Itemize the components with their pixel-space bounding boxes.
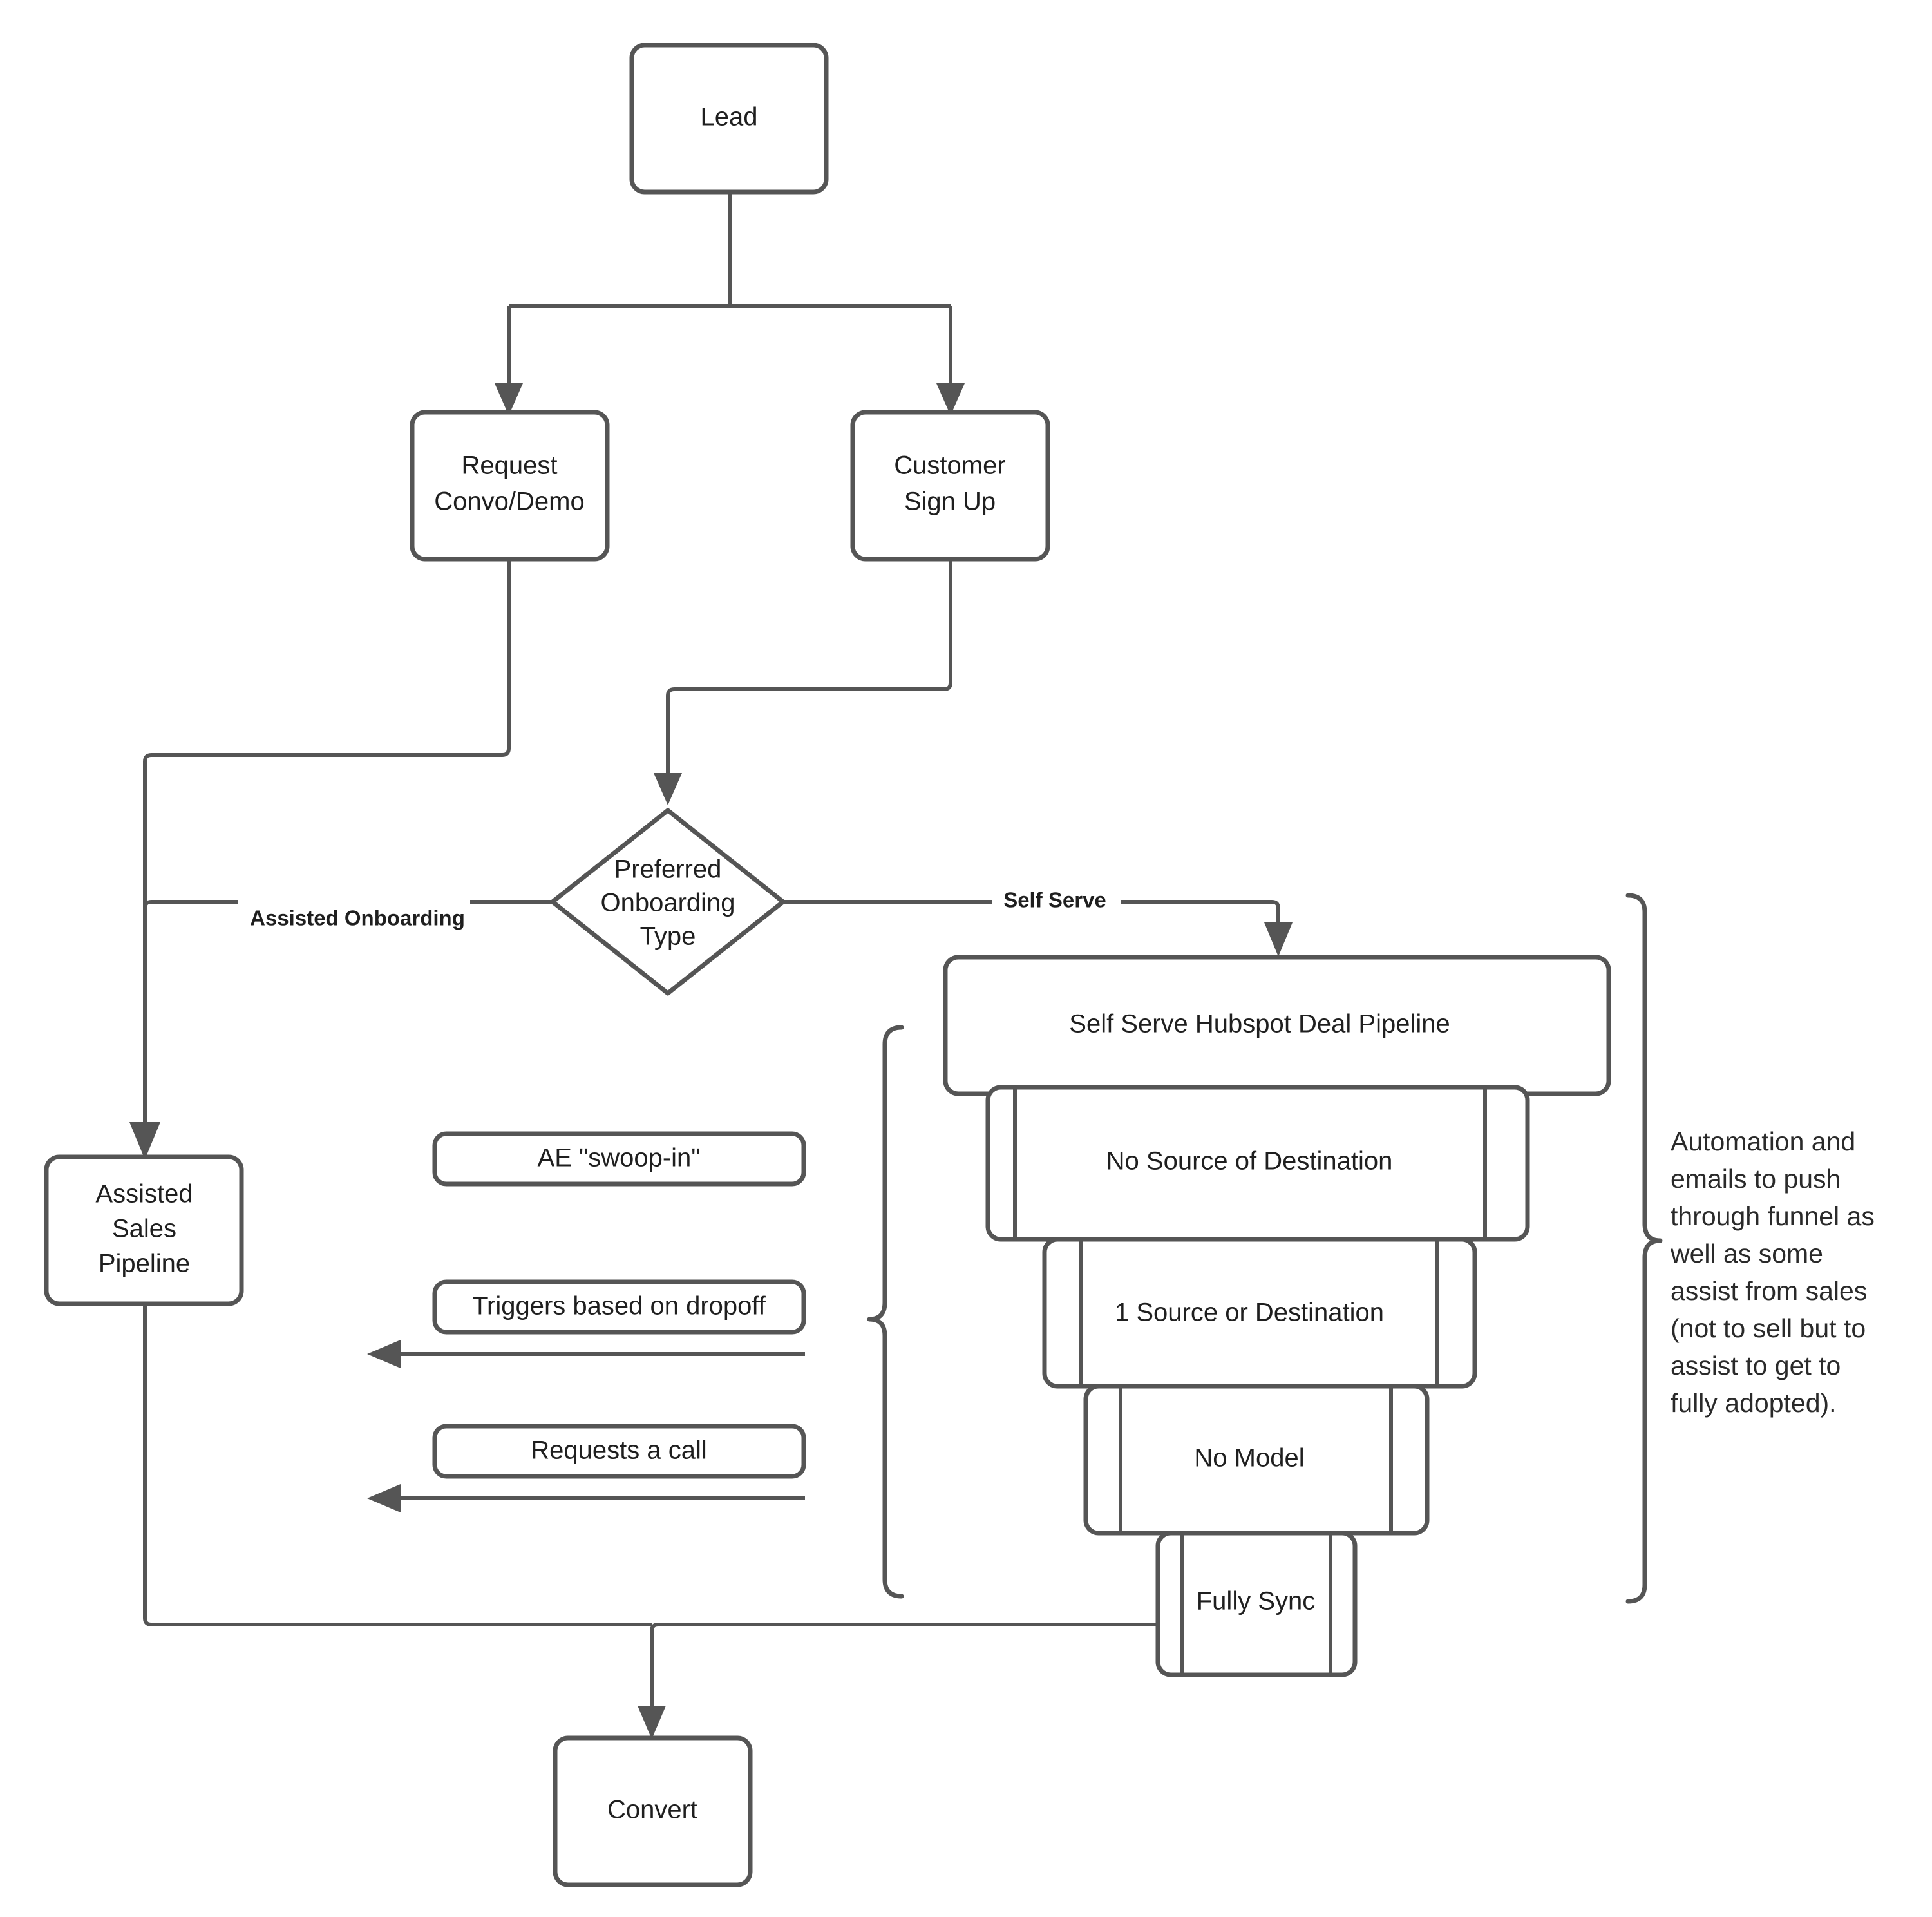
node-triggers-based-on-dropoff[interactable] (432, 1279, 806, 1335)
funnel-label-stage-4: Fully Sync (1197, 1587, 1316, 1616)
node-label-request-convo-demo-line2: Convo/Demo (434, 488, 584, 516)
connector-lead-split (495, 191, 965, 415)
node-label-assisted-sales-pipeline-line1: Assisted (95, 1180, 193, 1208)
funnel-right-brace (1625, 893, 1663, 1604)
annotation-line-2: through funnel as (1671, 1201, 1875, 1231)
connector-signup-to-decision (654, 557, 952, 805)
node-label-assisted-sales-pipeline-line2: Sales (112, 1215, 176, 1243)
connector-triggers-arrow (367, 1340, 805, 1368)
funnel-label-stage-0: Self Serve Hubspot Deal Pipeline (1069, 1010, 1450, 1038)
annotation-line-1: emails to push (1671, 1164, 1841, 1194)
funnel-stage-no-source-of-destination[interactable] (985, 1085, 1530, 1242)
annotation-line-3: well as some (1670, 1239, 1823, 1268)
node-label-customer-signup-line2: Sign Up (904, 488, 996, 516)
node-label-decision-line2: Onboarding (600, 889, 735, 917)
edge-label-assisted-onboarding: Assisted Onboarding (238, 899, 470, 939)
connector-assisted-to-convert (143, 1301, 652, 1626)
edge-label-self-serve: Self Serve (992, 884, 1121, 920)
node-requests-a-call[interactable] (432, 1424, 806, 1479)
annotation-line-0: Automation and (1671, 1127, 1855, 1156)
funnel-stage-fully-sync[interactable] (1155, 1531, 1358, 1677)
node-convert[interactable] (553, 1735, 753, 1887)
connector-requests-call-arrow (367, 1484, 805, 1512)
node-label-ae-swoop-in: AE "swoop-in" (538, 1144, 701, 1172)
node-ae-swoop-in[interactable] (432, 1131, 806, 1187)
node-label-convert: Convert (607, 1796, 697, 1824)
node-label-lead: Lead (701, 103, 758, 131)
node-label-customer-signup-line1: Customer (894, 452, 1005, 480)
node-label-triggers-based-on-dropoff: Triggers based on dropoff (472, 1292, 766, 1321)
node-label-decision-line3: Type (640, 922, 696, 951)
funnel-label-stage-1: No Source of Destination (1106, 1147, 1393, 1176)
node-lead[interactable] (629, 43, 829, 195)
funnel-left-brace (867, 1025, 904, 1599)
annotation-text-block: Automation and emails to push through fu… (1670, 1127, 1875, 1418)
connector-self-serve (783, 900, 1293, 957)
edge-label-assisted-onboarding-text: Assisted Onboarding (250, 906, 465, 930)
node-customer-signup[interactable] (850, 410, 1050, 562)
funnel-stage-1-source-or-destination[interactable] (1042, 1237, 1477, 1389)
connector-fullysync-to-convert (638, 1623, 1158, 1739)
connector-assisted-onboarding (143, 900, 552, 1127)
node-request-convo-demo[interactable] (410, 410, 610, 562)
node-label-decision-line1: Preferred (614, 855, 722, 884)
node-label-request-convo-demo-line1: Request (462, 452, 558, 480)
annotation-line-4: assist from sales (1671, 1276, 1867, 1306)
edge-label-self-serve-text: Self Serve (1003, 888, 1106, 912)
node-assisted-sales-pipeline[interactable] (44, 1154, 244, 1306)
node-decision-preferred-onboarding-type[interactable] (550, 808, 786, 996)
annotation-line-6: assist to get to (1671, 1351, 1841, 1380)
node-label-assisted-sales-pipeline-line3: Pipeline (99, 1250, 190, 1278)
connector-demo-to-assisted (129, 557, 511, 1159)
annotation-line-7: fully adopted). (1671, 1388, 1837, 1418)
annotation-line-5: (not to sell but to (1671, 1313, 1866, 1343)
funnel-label-stage-3: No Model (1194, 1444, 1304, 1473)
node-label-requests-a-call: Requests a call (531, 1436, 706, 1465)
funnel-label-stage-2: 1 Source or Destination (1115, 1299, 1384, 1327)
